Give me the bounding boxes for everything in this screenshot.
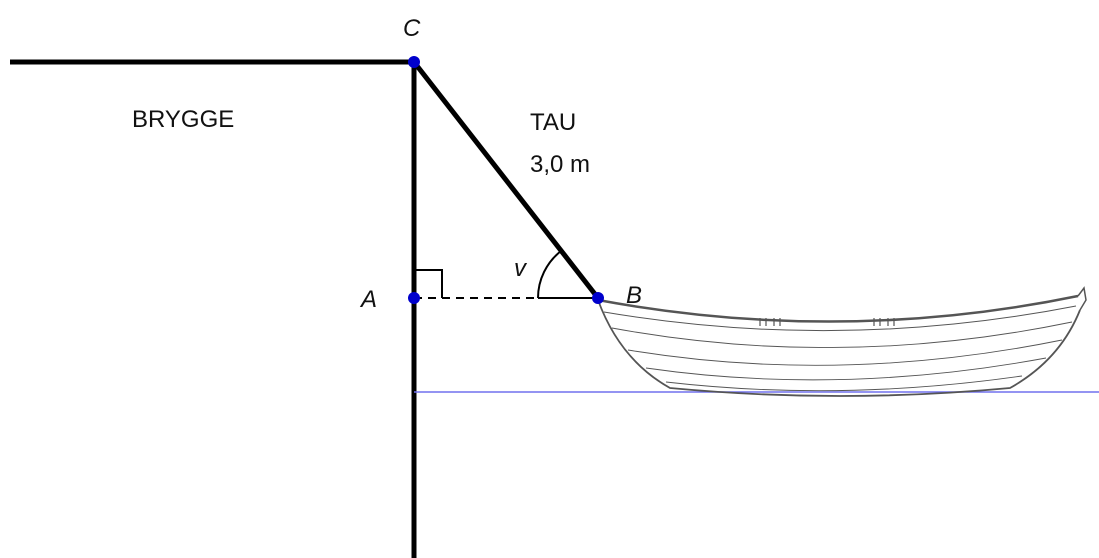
- point-b: [592, 292, 604, 304]
- label-rope: TAU: [530, 109, 576, 136]
- point-c: [408, 56, 420, 68]
- label-a: A: [359, 286, 377, 313]
- label-c: C: [403, 15, 421, 42]
- label-rope-length: 3,0 m: [530, 151, 590, 178]
- rope-line: [412, 60, 600, 300]
- right-angle-marker: [414, 269, 443, 298]
- angle-arc-v: [537, 250, 562, 299]
- label-angle-v: v: [514, 255, 528, 282]
- point-a: [408, 292, 420, 304]
- label-b: B: [626, 282, 642, 309]
- boat-sketch: [597, 286, 1087, 397]
- label-dock: BRYGGE: [132, 106, 234, 133]
